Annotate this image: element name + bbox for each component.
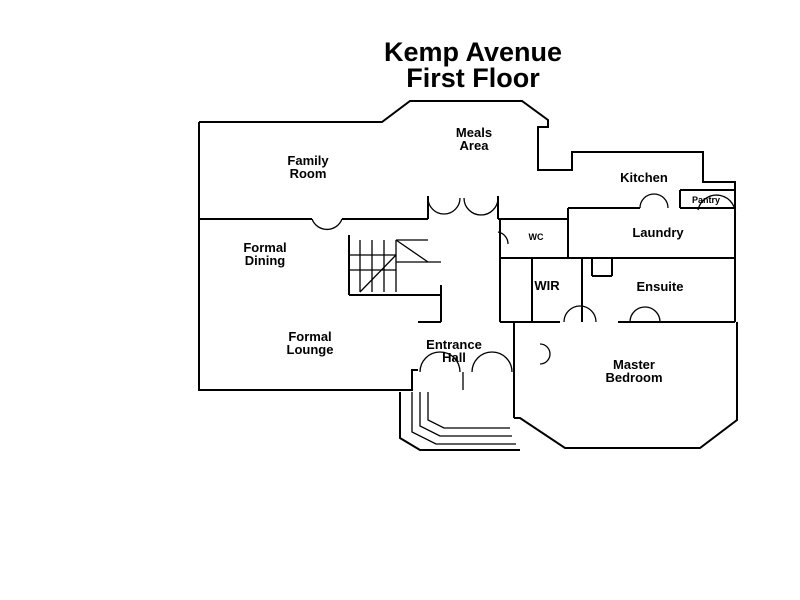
label-family-room-1: Family (287, 153, 329, 168)
label-family-room-2: Room (290, 166, 327, 181)
label-meals-area-2: Area (460, 138, 490, 153)
label-master-bedroom-2: Bedroom (605, 370, 662, 385)
plan-subtitle: First Floor (406, 63, 540, 93)
label-master-bedroom-1: Master (613, 357, 655, 372)
entrance-steps (411, 392, 516, 445)
outer-walls (198, 100, 738, 451)
door-swings (311, 193, 737, 390)
label-pantry: Pantry (692, 195, 720, 205)
label-entrance-hall-2: Hall (442, 350, 466, 365)
label-meals-area-1: Meals (456, 125, 492, 140)
label-kitchen: Kitchen (620, 170, 668, 185)
label-laundry: Laundry (632, 225, 684, 240)
label-wir: WIR (534, 278, 560, 293)
label-formal-dining-1: Formal (243, 240, 286, 255)
label-formal-dining-2: Dining (245, 253, 285, 268)
label-ensuite: Ensuite (637, 279, 684, 294)
label-entrance-hall-1: Entrance (426, 337, 482, 352)
staircase (349, 239, 441, 293)
label-wc: WC (529, 232, 544, 242)
room-labels: Meals Area Family Room Kitchen Pantry La… (243, 125, 720, 385)
interior-walls (199, 189, 735, 418)
label-formal-lounge-1: Formal (288, 329, 331, 344)
label-formal-lounge-2: Lounge (287, 342, 334, 357)
plan-title: Kemp Avenue (383, 37, 563, 67)
